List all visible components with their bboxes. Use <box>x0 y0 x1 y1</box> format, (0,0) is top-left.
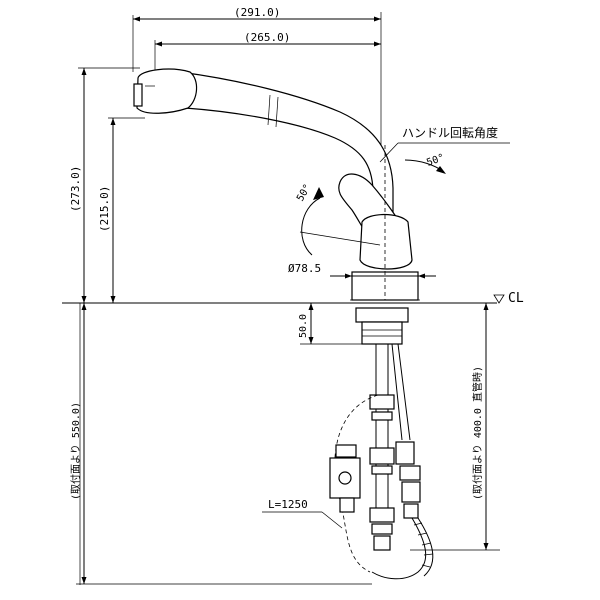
total-depth-label: (取付面より 550.0) <box>69 402 82 500</box>
dim-total-height: (273.0) <box>69 166 82 212</box>
left-dimensions: (273.0) (215.0) <box>69 67 145 303</box>
angle-left-label: 50° <box>295 182 314 203</box>
right-dimensions: (取付面より 400.0 直管時) <box>410 303 500 551</box>
dim-total-reach: (291.0) <box>234 6 280 19</box>
below-counter-assembly: 50.0 <box>298 302 434 580</box>
faucet-body <box>133 68 420 301</box>
hose-length-label: L=1250 <box>268 498 308 511</box>
handle-rotation-annotation: ハンドル回転角度 50° 50° <box>295 125 510 256</box>
top-dimensions: (291.0) (265.0) <box>132 6 382 150</box>
dim-spout-reach: (265.0) <box>244 31 290 44</box>
base-diameter-dim: Ø78.5 <box>288 262 436 279</box>
counter-surface: CL <box>62 291 524 585</box>
angle-right-label: 50° <box>425 152 446 169</box>
dim-spout-height: (215.0) <box>98 186 111 232</box>
centerline-label: CL <box>508 291 524 306</box>
handle-rotation-label: ハンドル回転角度 <box>402 125 498 140</box>
shank-length-label: 50.0 <box>298 314 309 338</box>
hose-length-annotation: L=1250 <box>262 498 343 529</box>
left-lower-dimension: (取付面より 550.0) <box>69 303 372 585</box>
base-diameter-label: Ø78.5 <box>288 262 321 275</box>
valve-depth-label: (取付面より 400.0 直管時) <box>471 366 484 500</box>
